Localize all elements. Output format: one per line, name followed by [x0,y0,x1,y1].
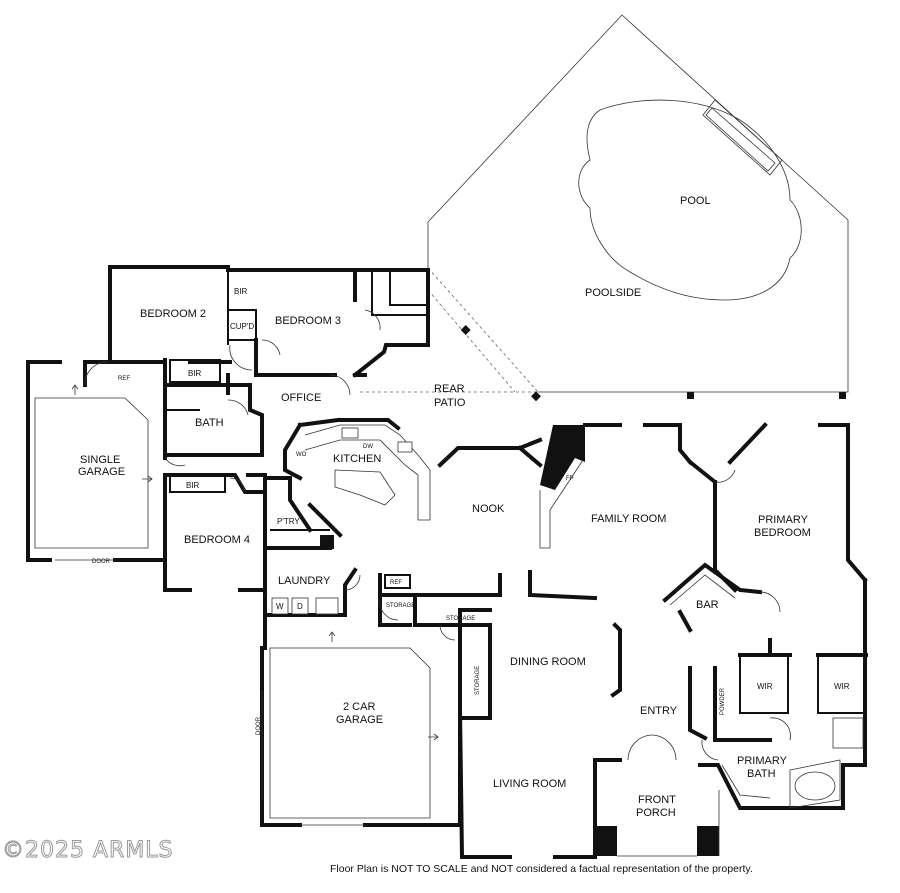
label-entry: ENTRY [640,705,678,717]
label-dw: DW [363,444,373,450]
label-dining-room: DINING ROOM [510,656,586,668]
label-cupd: CUP'D [230,322,254,331]
label-storage-1: STORAGE [386,603,415,609]
label-storage-2: STORAGE [446,616,475,622]
label-powder: POWDER [720,687,726,715]
label-wir-1: WIR [757,682,773,691]
label-living-room: LIVING ROOM [493,778,566,790]
label-front-porch-1: FRONT [638,794,676,806]
label-dryer: D [297,602,303,611]
pool [578,99,802,301]
label-door-1: DOOR [92,559,111,565]
garage-arrows [71,384,439,741]
label-bedroom-3: BEDROOM 3 [275,315,341,327]
label-nook: NOOK [472,503,505,515]
disclaimer-text: Floor Plan is NOT TO SCALE and NOT consi… [330,863,753,875]
spa [702,99,783,176]
label-rear-patio-1: REAR [434,383,465,395]
label-primary-bath-1: PRIMARY [737,755,788,767]
exterior-walls [26,265,868,859]
copyright-watermark: ©2025 ARMLS [2,838,174,864]
label-fp: FP [566,476,574,482]
label-front-porch-2: PORCH [636,807,676,819]
label-office: OFFICE [281,392,321,404]
door-swings [84,309,791,761]
label-single-garage-2: GARAGE [78,466,125,478]
label-wir-2: WIR [834,682,850,691]
label-rear-patio-2: PATIO [434,397,466,409]
label-primary-bedroom-2: BEDROOM [754,527,811,539]
label-primary-bedroom-1: PRIMARY [758,514,809,526]
label-poolside: POOLSIDE [585,287,641,299]
room-labels: POOL POOLSIDE BEDROOM 2 BEDROOM 3 BIR CU… [78,195,850,819]
interior-walls [108,267,868,809]
label-bir-2: BIR [188,369,202,378]
label-bedroom-2: BEDROOM 2 [140,308,206,320]
label-washer: W [276,602,284,611]
label-wo: WO [296,452,307,458]
label-bath: BATH [195,417,224,429]
poolside-area [360,14,849,393]
label-2-car-garage-2: GARAGE [336,714,383,726]
label-kitchen: KITCHEN [333,453,381,465]
label-bir-1: BIR [234,287,248,296]
label-ref-1: REF [118,376,130,382]
label-bedroom-4: BEDROOM 4 [184,534,250,546]
label-2-car-garage-1: 2 CAR [343,701,375,713]
label-primary-bath-2: BATH [747,768,776,780]
label-door-2: DOOR [256,716,262,735]
label-ref-2: REF [390,580,402,586]
label-ptry: P'TRY [277,517,300,526]
label-pool: POOL [680,195,711,207]
label-storage-3: STORAGE [475,666,481,695]
label-single-garage-1: SINGLE [80,454,120,466]
label-family-room: FAMILY ROOM [591,513,666,525]
label-bar: BAR [696,599,719,611]
garage-outlines [34,397,431,826]
label-laundry: LAUNDRY [278,575,331,587]
patio-posts [460,325,846,402]
label-bir-3: BIR [186,481,200,490]
